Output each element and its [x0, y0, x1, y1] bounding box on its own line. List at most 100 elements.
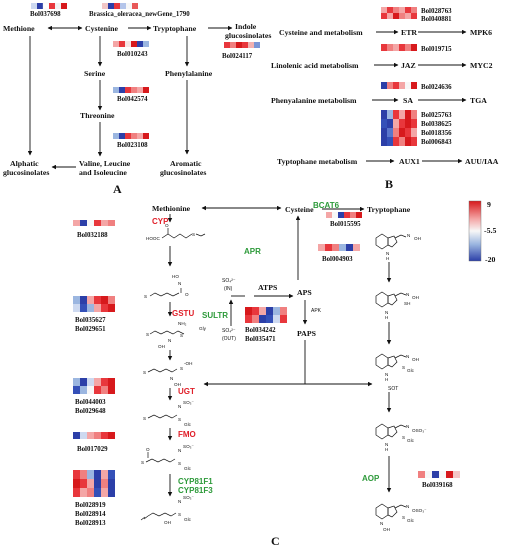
- svg-text:SO₃⁻: SO₃⁻: [183, 495, 195, 500]
- heatmap-bol015595: [326, 212, 362, 218]
- svg-text:S: S: [178, 461, 181, 466]
- enzyme-gstu: GSTU: [172, 309, 194, 318]
- b-end: AUU/IAA: [465, 157, 499, 166]
- node-cysteine: Cysteine: [285, 205, 314, 214]
- heatmap-bol032188: [73, 220, 115, 226]
- b-mid: SA: [403, 96, 413, 105]
- so4-out: SO₄²⁻: [222, 328, 236, 334]
- heatmap-bol044003: [73, 378, 115, 394]
- gene-label: Bol015595: [330, 221, 361, 228]
- svg-text:Glc: Glc: [184, 422, 192, 427]
- svg-text:H: H: [385, 447, 388, 452]
- gene-label: Bol017029: [77, 446, 108, 453]
- gene-label: Bol028913: [75, 520, 106, 527]
- enzyme-aop: AOP: [362, 474, 380, 483]
- legend-min: -20: [485, 255, 495, 264]
- svg-text:Glc: Glc: [407, 438, 415, 443]
- chem-structure: N OH N OSO₃⁻ S Glc: [375, 503, 427, 532]
- node-aromatic-2: glucosinolates: [160, 168, 206, 177]
- node-tryptophane: Tryptophane: [153, 24, 197, 33]
- svg-text:S: S: [178, 512, 181, 517]
- gene-label: Bol034242: [245, 327, 276, 334]
- panel-c: Methionine Cysteine Tryptophane BCAT6 Bo…: [73, 200, 496, 548]
- svg-text:N: N: [178, 404, 181, 409]
- panel-label-b: B: [385, 177, 393, 191]
- svg-text:OH: OH: [412, 295, 419, 300]
- node-phenylalanine: Phenylalanine: [165, 69, 213, 78]
- svg-text:N: N: [406, 424, 409, 429]
- b-path: Linolenic acid metabolism: [271, 61, 359, 70]
- svg-text:N: N: [168, 338, 171, 343]
- gene-label: Bol040881: [421, 16, 452, 23]
- svg-text:N: N: [407, 233, 410, 238]
- svg-text:N: N: [386, 251, 389, 256]
- svg-text:Glc: Glc: [184, 517, 192, 522]
- node-aromatic: Aromatic: [170, 159, 202, 168]
- svg-text:S: S: [143, 370, 146, 375]
- chem-structure: N SO₃⁻ S S Glc: [143, 400, 195, 427]
- svg-text:N: N: [385, 442, 388, 447]
- svg-text:OH: OH: [412, 357, 419, 362]
- svg-text:Glc: Glc: [407, 518, 415, 523]
- svg-text:SO₃⁻: SO₃⁻: [183, 400, 195, 405]
- node-tryptophane: Tryptophane: [367, 205, 411, 214]
- node-serine: Serine: [84, 69, 106, 78]
- enzyme-cyp: CYP: [152, 217, 169, 226]
- svg-text:S: S: [178, 417, 181, 422]
- svg-text:S: S: [141, 460, 144, 465]
- svg-text:S: S: [146, 332, 149, 337]
- heatmap-bol010243: [113, 41, 149, 47]
- svg-text:Glc: Glc: [184, 466, 192, 471]
- gene-label: Bol018356: [421, 130, 452, 137]
- enzyme-cyp81f3: CYP81F3: [178, 486, 213, 495]
- so4-out-label: (OUT): [222, 336, 236, 342]
- gene-label: Brassica_oleracea_newGene_1790: [89, 11, 190, 18]
- panel-a: Bol037698 Brassica_oleracea_newGene_1790…: [3, 2, 271, 196]
- chem-structure: N H N OSO₃⁻ S Glc: [375, 423, 427, 452]
- gene-label: Bol037698: [30, 11, 61, 18]
- chem-structure: S S -OH N OH: [143, 361, 192, 387]
- svg-text:H: H: [385, 377, 388, 382]
- panel-label-a: A: [113, 182, 122, 196]
- gene-label: Bol039168: [422, 482, 453, 489]
- svg-text:N: N: [178, 499, 181, 504]
- gene-label: Bol029648: [75, 408, 106, 415]
- svg-text:OH: OH: [414, 236, 421, 241]
- chem-structure: N SO₃⁻ S O S Glc: [141, 444, 195, 471]
- node-atps: ATPS: [258, 283, 277, 292]
- chem-structure: N H N OH: [375, 233, 421, 261]
- b-mid: AUX1: [399, 157, 420, 166]
- b-mid: JAZ: [401, 61, 416, 70]
- b-end: MYC2: [470, 61, 493, 70]
- svg-text:OH: OH: [164, 520, 171, 525]
- heatmap-bol028763: [381, 7, 417, 19]
- so4-in-label: (IN): [224, 286, 233, 292]
- svg-text:N: N: [178, 448, 181, 453]
- heatmap-bol042574: [113, 87, 149, 93]
- svg-text:SO₃⁻: SO₃⁻: [183, 444, 195, 449]
- svg-text:N: N: [406, 354, 409, 359]
- node-sot: SOT: [388, 386, 398, 392]
- svg-text:HOOC: HOOC: [146, 236, 160, 241]
- b-end: TGA: [470, 96, 487, 105]
- gene-label: Bol019715: [421, 46, 452, 53]
- svg-text:NH₂: NH₂: [178, 321, 187, 326]
- enzyme-apr: APR: [244, 247, 261, 256]
- svg-text:S: S: [144, 294, 147, 299]
- heatmap-bol037698: [31, 2, 67, 10]
- node-paps: PAPS: [297, 329, 316, 338]
- svg-text:S: S: [402, 435, 405, 440]
- enzyme-bcat6: BCAT6: [313, 201, 340, 210]
- svg-text:N: N: [406, 292, 409, 297]
- color-legend: 9 -5.5 -20: [468, 200, 496, 264]
- gene-label: Bol028919: [75, 502, 106, 509]
- heatmap-bol004903: [318, 244, 360, 251]
- node-aliphatic: Alphatic: [10, 159, 39, 168]
- chem-structure: N H N OH S Glc: [375, 353, 419, 382]
- svg-text:SH: SH: [404, 301, 410, 306]
- enzyme-cyp81f1: CYP81F1: [178, 477, 213, 486]
- svg-text:O: O: [185, 292, 189, 297]
- svg-text:N: N: [385, 372, 388, 377]
- node-apk: APK: [311, 308, 322, 314]
- gene-label: Bol042574: [117, 96, 148, 103]
